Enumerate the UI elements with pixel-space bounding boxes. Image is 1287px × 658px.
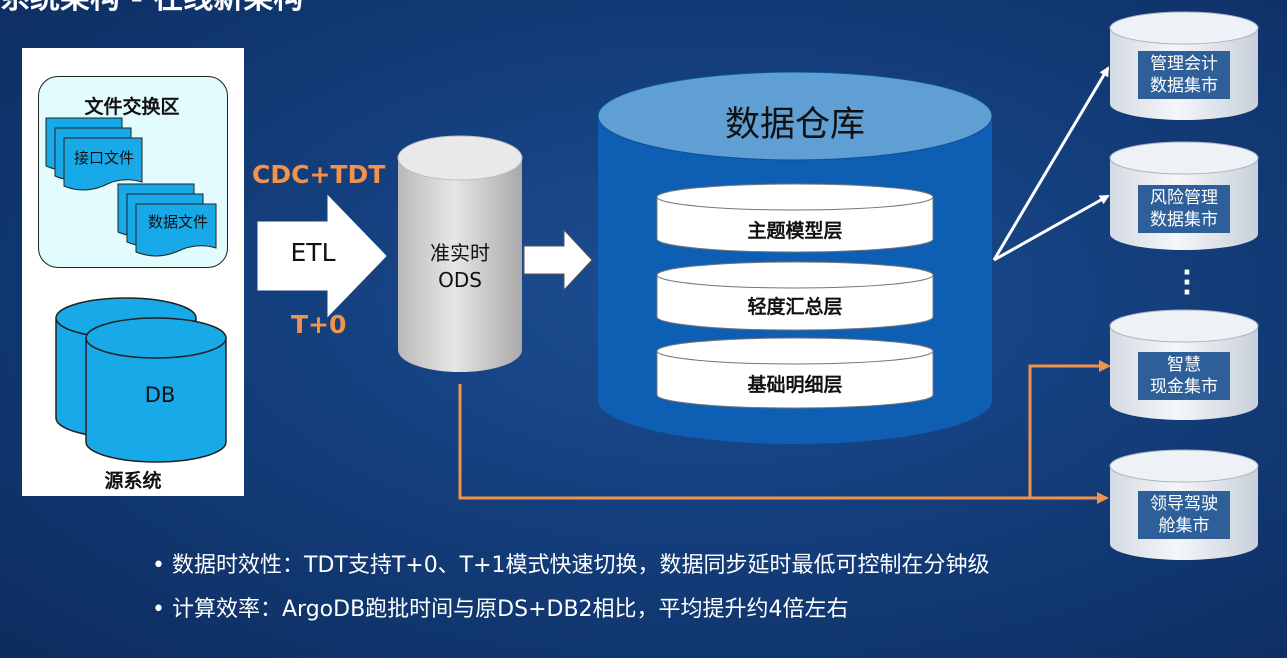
mart-label-2: 风险管理 数据集市: [1138, 185, 1230, 233]
cdc-tdt-label: CDC+TDT: [252, 160, 386, 189]
ods-cylinder: [397, 135, 523, 372]
mart-label-3: 智慧 现金集市: [1138, 352, 1230, 400]
layer-detail-label: 基础明细层: [747, 374, 843, 396]
mart-1-line2: 数据集市: [1150, 76, 1218, 96]
interface-file-icon: [45, 117, 143, 191]
more-marts-ellipsis: ···: [1182, 258, 1192, 308]
etl-label: ETL: [290, 238, 336, 267]
file-exchange-title: 文件交换区: [84, 96, 180, 118]
bullet-item: • 数据时效性：TDT支持T+0、T+1模式快速切换，数据同步延时最低可控制在分钟…: [152, 546, 1252, 590]
mart-label-4: 领导驾驶 舱集市: [1138, 491, 1230, 539]
mart-1-line1: 管理会计: [1150, 54, 1218, 74]
warehouse-title: 数据仓库: [724, 105, 865, 145]
mart-2-line2: 数据集市: [1150, 210, 1218, 230]
arrow-to-mart-2: [993, 194, 1110, 262]
t0-label: T+0: [291, 310, 347, 339]
slide-title: 系统架构 - 在线新架构: [0, 0, 420, 18]
layer-disk-topic: [656, 183, 934, 253]
bullet-dot: •: [152, 553, 165, 578]
layer-disk-summary: [656, 261, 934, 331]
ods-label-line1: 准实时: [430, 241, 490, 265]
data-file-icon: [117, 183, 217, 257]
layer-summary-label: 轻度汇总层: [747, 296, 843, 318]
bullet-list: • 数据时效性：TDT支持T+0、T+1模式快速切换，数据同步延时最低可控制在分钟…: [152, 546, 1252, 634]
ods-to-warehouse-arrow: [523, 228, 593, 292]
layer-disk-detail: [656, 337, 934, 409]
bullet-dot: •: [152, 597, 165, 622]
mart-4-line1: 领导驾驶: [1150, 494, 1218, 514]
source-system-label: 源系统: [104, 470, 162, 492]
ods-label-line2: ODS: [438, 268, 482, 292]
source-db-icon: [55, 297, 227, 463]
arrow-to-mart-1: [992, 66, 1110, 261]
mart-2-line1: 风险管理: [1150, 188, 1218, 208]
mart-label-1: 管理会计 数据集市: [1138, 51, 1230, 99]
interface-file-label: 接口文件: [73, 149, 134, 167]
etl-arrow: [257, 194, 387, 318]
data-file-label: 数据文件: [147, 213, 208, 231]
bullet-item: • 计算效率：ArgoDB跑批时间与原DS+DB2相比，平均提升约4倍左右: [152, 590, 1252, 634]
mart-3-line2: 现金集市: [1150, 377, 1218, 397]
bullet-text-1: 数据时效性：TDT支持T+0、T+1模式快速切换，数据同步延时最低可控制在分钟级: [172, 553, 990, 578]
mart-3-line1: 智慧: [1167, 355, 1201, 375]
mart-4-line2: 舱集市: [1158, 516, 1210, 536]
layer-topic-label: 主题模型层: [747, 220, 843, 242]
orange-path-cash: [1028, 360, 1111, 498]
bullet-text-2: 计算效率：ArgoDB跑批时间与原DS+DB2相比，平均提升约4倍左右: [172, 597, 849, 622]
orange-path-ods: [458, 384, 1109, 504]
source-db-label: DB: [144, 383, 176, 407]
ods-label: 准实时 ODS: [398, 240, 522, 294]
